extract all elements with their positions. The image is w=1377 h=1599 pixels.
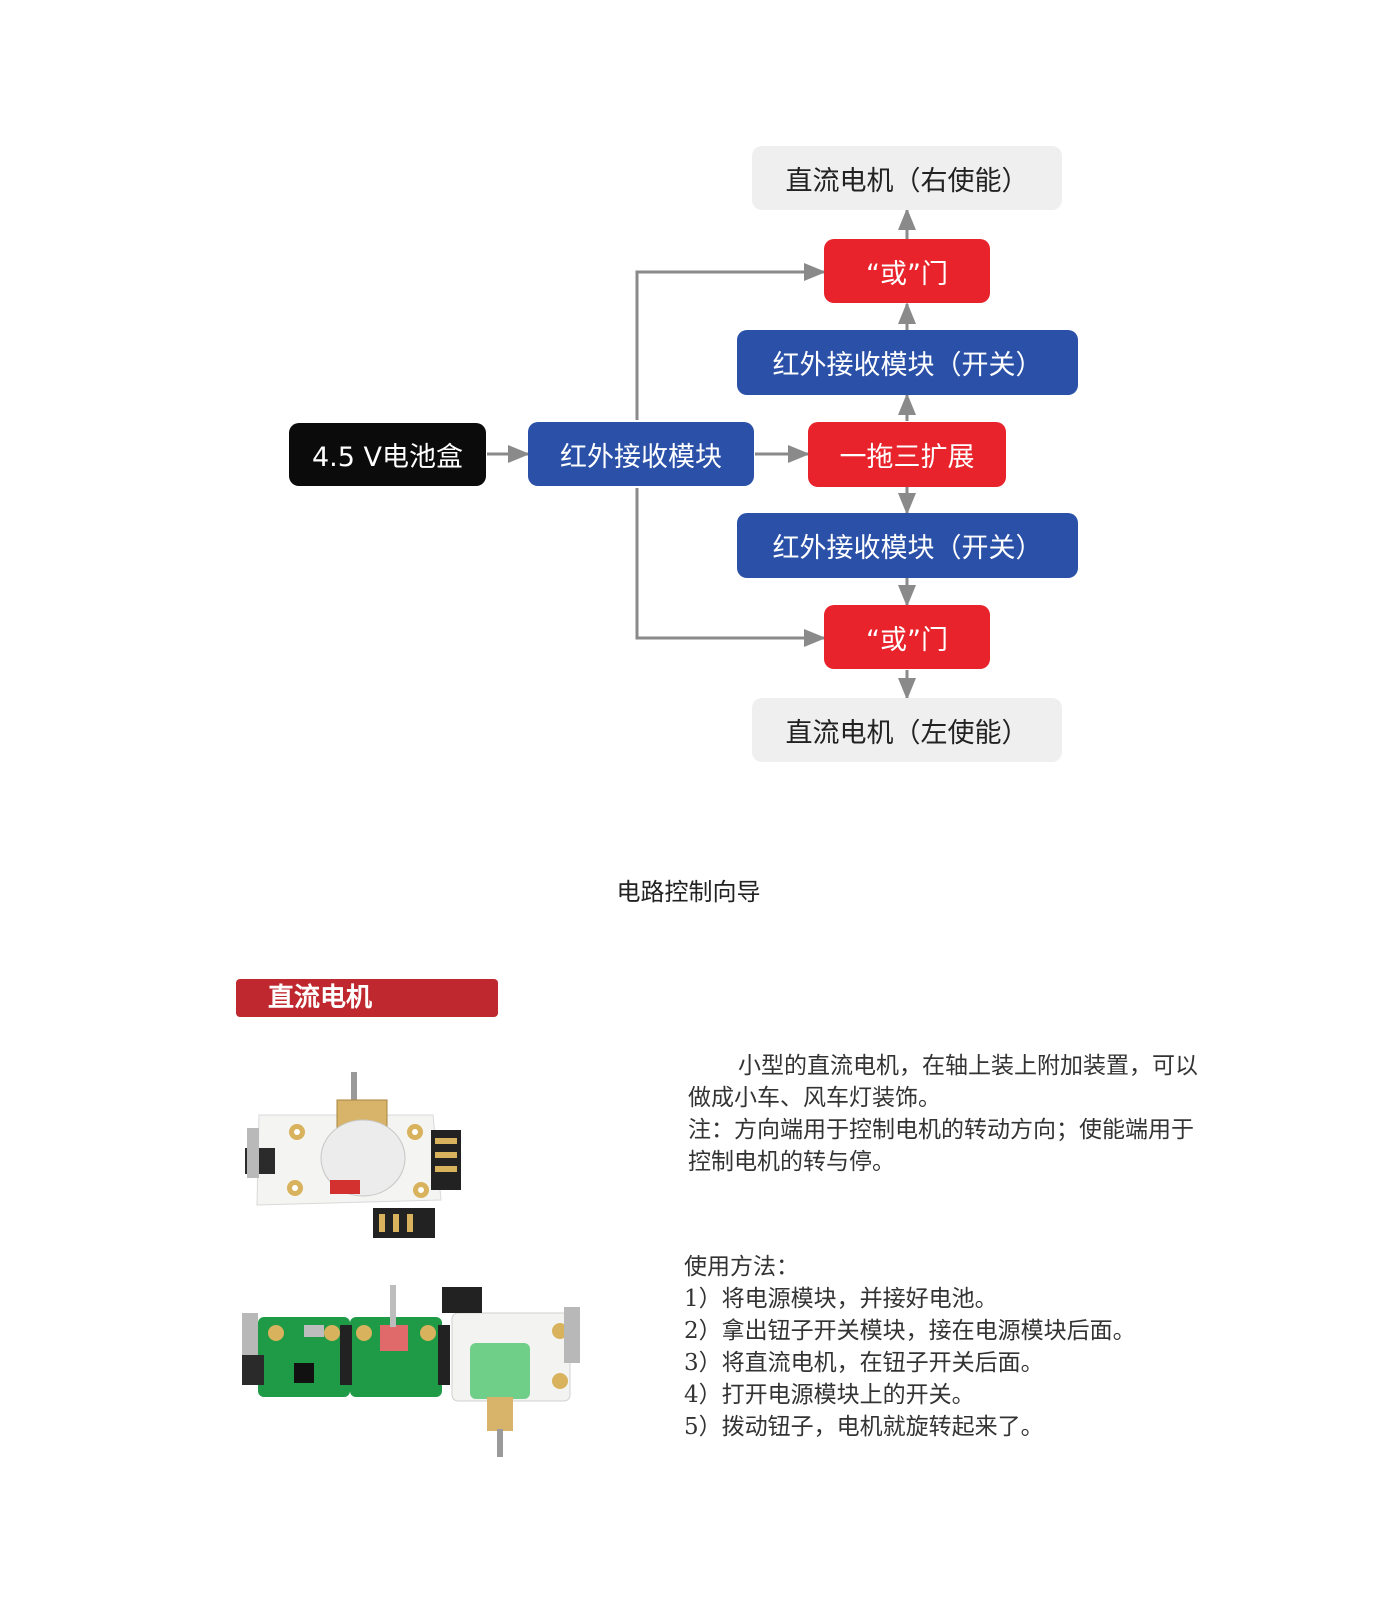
section-title-bar: 直流电机 [236, 979, 498, 1017]
usage-title: 使用方法： [684, 1254, 799, 1280]
node-splitter: 一拖三扩展 [808, 422, 1006, 487]
step-1: 1）将电源模块，并接好电池。 [684, 1286, 998, 1312]
node-or-gate-top: “或”门 [824, 239, 990, 303]
node-motor-right: 直流电机（右使能） [752, 146, 1062, 210]
diagram-caption: 电路控制向导 [616, 878, 761, 906]
step-2: 2）拿出钮子开关模块，接在电源模块后面。 [684, 1318, 1136, 1344]
step-5: 5）拨动钮子，电机就旋转起来了。 [684, 1414, 1044, 1440]
dc-motor-module-photo [245, 1072, 461, 1238]
node-motor-left: 直流电机（左使能） [752, 698, 1062, 762]
flow-connectors [487, 208, 916, 700]
intro-line-1: 小型的直流电机，在轴上装上附加装置，可以 [738, 1053, 1198, 1079]
step-4: 4）打开电源模块上的开关。 [684, 1382, 975, 1408]
arrow-ir-to-or-bottom [635, 488, 826, 647]
motor-description: 小型的直流电机，在轴上装上附加装置，可以 做成小车、风车灯装饰。 注：方向端用于… [688, 1050, 1258, 1178]
usage-instructions: 使用方法： 1）将电源模块，并接好电池。 2）拿出钮子开关模块，接在电源模块后面… [684, 1251, 1304, 1443]
node-ir-switch-bottom: 红外接收模块（开关） [737, 513, 1078, 578]
node-ir-receiver: 红外接收模块 [528, 422, 754, 486]
node-or-gate-bottom: “或”门 [824, 605, 990, 669]
node-ir-switch-top: 红外接收模块（开关） [737, 330, 1078, 395]
step-3: 3）将直流电机，在钮子开关后面。 [684, 1350, 1044, 1376]
note-line-1: 注：方向端用于控制电机的转动方向；使能端用于 [688, 1117, 1194, 1143]
intro-line-2: 做成小车、风车灯装饰。 [688, 1085, 941, 1111]
note-line-2: 控制电机的转与停。 [688, 1149, 895, 1175]
assembled-modules-photo [242, 1285, 580, 1457]
arrow-ir-to-or-top [635, 263, 826, 420]
node-battery-box: 4.5 V电池盒 [289, 423, 486, 486]
